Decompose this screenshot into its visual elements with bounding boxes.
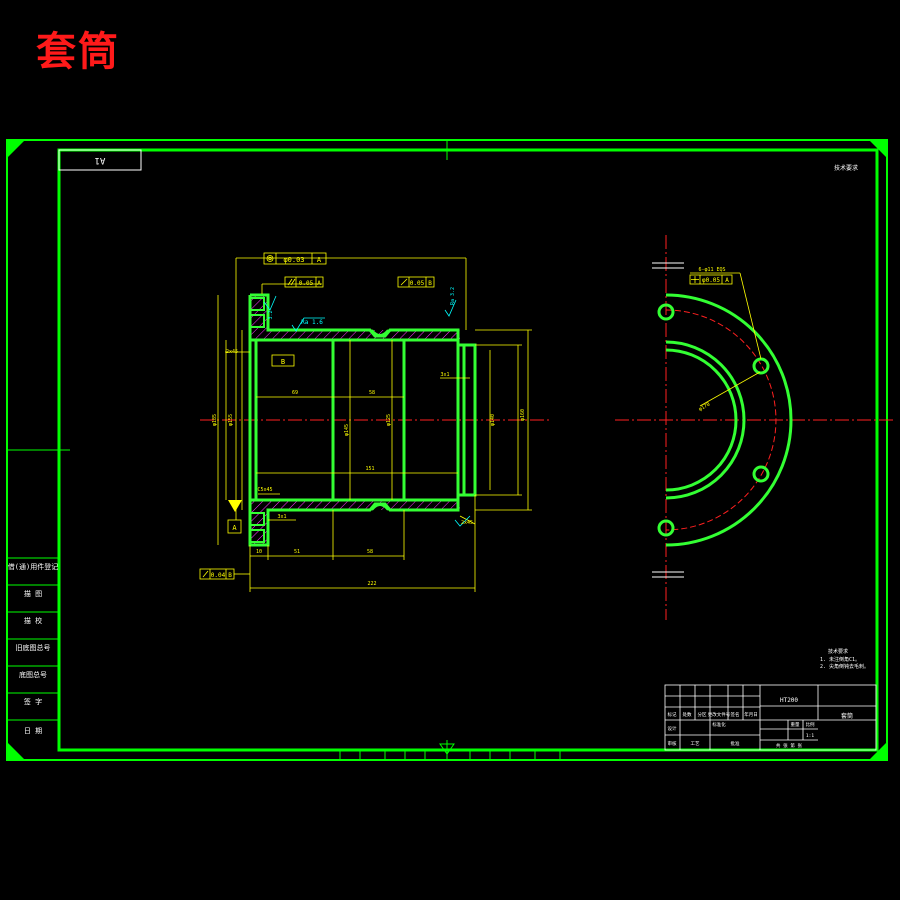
tb-std: 标准化 bbox=[712, 721, 726, 728]
gdt-runout-bottom-tol: 0.04 bbox=[211, 572, 226, 579]
tb-row-2: 处数 bbox=[683, 711, 692, 718]
sheet-size-label: A1 bbox=[95, 155, 106, 165]
chamfer-label-4: 2x45 bbox=[461, 520, 473, 526]
roughness-small: 3.2 bbox=[268, 310, 274, 319]
dim-v-right: φ140 bbox=[490, 414, 496, 426]
chamfer-label-3: C5x45 bbox=[257, 487, 272, 493]
datum-triangle bbox=[228, 500, 242, 512]
roughness-face: Ra 1.6 bbox=[301, 319, 323, 326]
chamfer-label-2b: 3x1 bbox=[440, 372, 449, 378]
tb-scale: 1:1 bbox=[806, 733, 814, 739]
gdt-runout-top-frame bbox=[397, 276, 435, 288]
zone-ticks bbox=[339, 749, 561, 760]
tb-row-4: 更改文件号 bbox=[708, 711, 731, 718]
flange-holes bbox=[249, 297, 265, 543]
left-label-2: 描 图 bbox=[24, 589, 42, 598]
left-label-5: 底图总号 bbox=[19, 670, 47, 679]
bolt-hole-3 bbox=[752, 465, 770, 483]
gdt-runout-top-tol: 0.05 bbox=[410, 280, 425, 287]
notes-heading: 技术要求 bbox=[828, 648, 848, 655]
end-view-gdt-tol: φ0.05 bbox=[702, 277, 720, 284]
title-block bbox=[664, 684, 877, 751]
tb-row-6: 年月日 bbox=[744, 711, 758, 718]
end-view-gdt bbox=[689, 272, 762, 407]
left-label-4: 旧底图总号 bbox=[16, 643, 51, 652]
pitch-circle bbox=[665, 309, 777, 531]
bolt-hole-1 bbox=[657, 303, 675, 321]
datum-box-a bbox=[227, 519, 242, 534]
notes-line-2: 2. 尖角倒钝去毛刺。 bbox=[820, 663, 869, 670]
datum-box-b bbox=[271, 354, 295, 367]
left-label-6: 签 字 bbox=[24, 697, 42, 706]
left-label-7: 日 期 bbox=[24, 727, 42, 735]
roughness-symbols bbox=[263, 295, 471, 527]
corner-mark-tr bbox=[869, 140, 887, 158]
sleeve-outline bbox=[248, 293, 477, 547]
tb-row-5: 签名 bbox=[731, 711, 740, 718]
left-label-3: 描 校 bbox=[24, 616, 42, 625]
dim-h-51: 51 bbox=[294, 549, 300, 555]
dim-v-mid: φ125 bbox=[386, 414, 392, 426]
sleeve-section-view: φ0.03 A 0.05 A 0.05 B 0.04 B A bbox=[199, 252, 550, 592]
tb-weight-label: 重量 bbox=[791, 721, 800, 728]
tb-scale-label: 比例 bbox=[806, 721, 815, 728]
gdt-concentricity-tol: φ0.03 bbox=[283, 256, 304, 264]
gdt-concentricity-frame bbox=[263, 252, 327, 265]
tb-sheet-info: 共 张 第 张 bbox=[776, 742, 803, 749]
tb-part-name: 套筒 bbox=[841, 712, 853, 720]
roughness-bore: Ra 3.2 bbox=[450, 287, 456, 305]
dim-h-inner-total: 151 bbox=[365, 466, 374, 472]
technical-notes: 技术要求 1. 未注倒角C1。 2. 尖角倒钝去毛刺。 bbox=[820, 648, 869, 670]
dim-h-58: 58 bbox=[367, 549, 373, 555]
tb-role-process: 工艺 bbox=[691, 741, 700, 747]
gdt-parallel-tol: 0.05 bbox=[299, 280, 314, 287]
hatch-top-wall bbox=[250, 295, 330, 340]
end-view: 6-φ11 EQS φ0.05 A φ170 bbox=[615, 235, 895, 620]
end-view-holes-label: 6-φ11 EQS bbox=[698, 267, 725, 273]
datum-letter-a: A bbox=[232, 524, 237, 532]
tb-row-3: 分区 bbox=[698, 711, 707, 718]
tb-row-1: 标记 bbox=[668, 711, 677, 718]
tb-role-approve: 批准 bbox=[731, 740, 740, 747]
dim-h-total: 222 bbox=[367, 581, 376, 587]
end-view-outline bbox=[657, 293, 793, 547]
corner-mark-tl bbox=[7, 140, 25, 158]
tb-role-check: 审核 bbox=[668, 740, 677, 747]
gdt-runout-top-datum: B bbox=[428, 280, 432, 287]
sleeve-dimension-lines bbox=[217, 257, 532, 592]
tb-material: HT200 bbox=[780, 697, 798, 704]
dim-h-inner-left: 69 bbox=[292, 390, 298, 396]
end-view-gdt-datum: A bbox=[725, 277, 729, 284]
gdt-runout-bottom-frame bbox=[199, 568, 235, 580]
notes-line-1: 1. 未注倒角C1。 bbox=[820, 656, 860, 663]
dim-v-flange: φ155 bbox=[228, 414, 234, 426]
page-title: 套筒 bbox=[36, 28, 120, 75]
end-view-pcd: φ170 bbox=[698, 402, 711, 413]
gdt-runout-bottom-datum: B bbox=[228, 572, 232, 579]
corner-mark-br bbox=[869, 742, 887, 760]
dim-v-bore: φ145 bbox=[344, 424, 350, 436]
bolt-hole-4 bbox=[657, 519, 675, 537]
bolt-hole-2 bbox=[752, 357, 770, 375]
gdt-concentricity-datum: A bbox=[317, 256, 322, 264]
dim-h-inner-right: 58 bbox=[369, 390, 375, 396]
dim-v-fit: φ160 bbox=[520, 409, 526, 421]
top-right-mark: 技术要求 bbox=[834, 164, 858, 172]
gdt-parallel-frame bbox=[284, 276, 324, 288]
tb-role-design: 设计 bbox=[668, 725, 677, 732]
dim-h-10: 10 bbox=[256, 549, 262, 555]
corner-mark-bl bbox=[7, 742, 25, 760]
chamfer-label-2: 3x1 bbox=[277, 514, 286, 520]
datum-letter-b: B bbox=[281, 358, 285, 366]
left-label-1: 借(通)用件登记 bbox=[8, 562, 58, 571]
chamfer-label-1: 2x45 bbox=[226, 349, 238, 355]
gdt-parallel-datum: A bbox=[317, 280, 321, 287]
left-side-labels: 借(通)用件登记 描 图 描 校 旧底图总号 底图总号 签 字 日 期 bbox=[8, 562, 58, 735]
inner-frame bbox=[57, 148, 879, 752]
left-side-table bbox=[7, 449, 70, 721]
outer-frame bbox=[6, 139, 888, 761]
dim-v-outer: φ185 bbox=[212, 414, 218, 426]
sheet-size-box bbox=[58, 149, 142, 171]
